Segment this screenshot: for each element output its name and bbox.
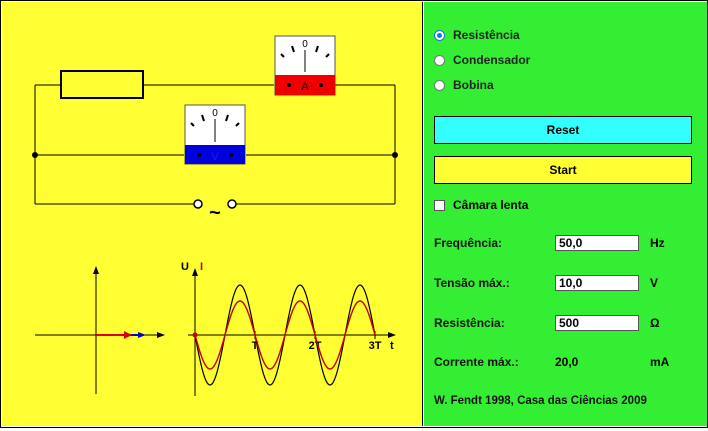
- ammeter-unit-label: A: [301, 81, 309, 93]
- voltage-axis-label: U: [181, 261, 189, 273]
- voltmeter-zero-label: 0: [212, 108, 218, 119]
- resistor-symbol: [60, 70, 144, 99]
- ammeter-zero-label: 0: [302, 39, 308, 50]
- voltmeter-band: [185, 145, 245, 164]
- radio-coil[interactable]: [434, 79, 445, 91]
- circuit-and-graph: 0 A 0 V: [32, 35, 398, 396]
- current-curve: [194, 300, 376, 370]
- current-axis-label: I: [200, 261, 203, 273]
- frequency-unit: Hz: [650, 236, 665, 250]
- option-capacitor[interactable]: Condensador: [434, 53, 530, 67]
- slow-motion-option[interactable]: Câmara lenta: [434, 198, 528, 212]
- simulation-canvas: 0 A 0 V: [2, 2, 423, 426]
- current-label: Corrente máx.:: [434, 355, 519, 369]
- voltage-label: Tensão máx.:: [434, 276, 510, 290]
- slow-motion-label: Câmara lenta: [453, 198, 529, 212]
- voltage-unit: V: [650, 276, 659, 290]
- radio-resistor[interactable]: [434, 29, 445, 41]
- graph-origin-dot: [192, 332, 198, 338]
- frequency-label: Frequência:: [434, 236, 503, 250]
- ammeter-band: [275, 75, 335, 95]
- voltmeter: 0 V: [184, 104, 246, 165]
- control-panel: Resistência Condensador Bobina Reset Sta…: [424, 2, 707, 426]
- phasor-diagram: [35, 266, 165, 394]
- time-graph: U I t T 2T 3T: [181, 261, 396, 396]
- radio-capacitor[interactable]: [434, 54, 445, 66]
- option-capacitor-label: Condensador: [453, 53, 531, 67]
- reset-button[interactable]: Reset: [434, 116, 692, 144]
- resistance-label: Resistência:: [434, 316, 505, 330]
- time-axis-label: t: [390, 340, 394, 352]
- current-unit: mA: [650, 355, 670, 369]
- slow-motion-checkbox[interactable]: [434, 199, 445, 211]
- ac-source-symbol: ~: [209, 202, 221, 224]
- option-resistor[interactable]: Resistência: [434, 28, 520, 42]
- voltage-input[interactable]: 10,0: [555, 275, 639, 291]
- current-value: 20,0: [555, 355, 579, 369]
- frequency-input[interactable]: 50,0: [555, 235, 639, 251]
- option-resistor-label: Resistência: [453, 28, 520, 42]
- start-button[interactable]: Start: [434, 156, 692, 184]
- resistance-input[interactable]: 500: [555, 315, 639, 331]
- circuit-wires: [34, 84, 396, 205]
- ac-source: ~: [193, 199, 237, 224]
- credits-text: W. Fendt 1998, Casa das Ciências 2009: [434, 395, 647, 407]
- junction-right: [392, 152, 398, 158]
- ammeter: 0 A: [274, 35, 336, 96]
- option-coil[interactable]: Bobina: [434, 78, 494, 92]
- resistance-unit: Ω: [650, 316, 660, 330]
- junction-left: [32, 152, 38, 158]
- option-coil-label: Bobina: [453, 78, 494, 92]
- voltmeter-unit-label: V: [211, 151, 219, 163]
- tick-label-T: T: [252, 340, 259, 352]
- tick-label-3T: 3T: [369, 340, 382, 352]
